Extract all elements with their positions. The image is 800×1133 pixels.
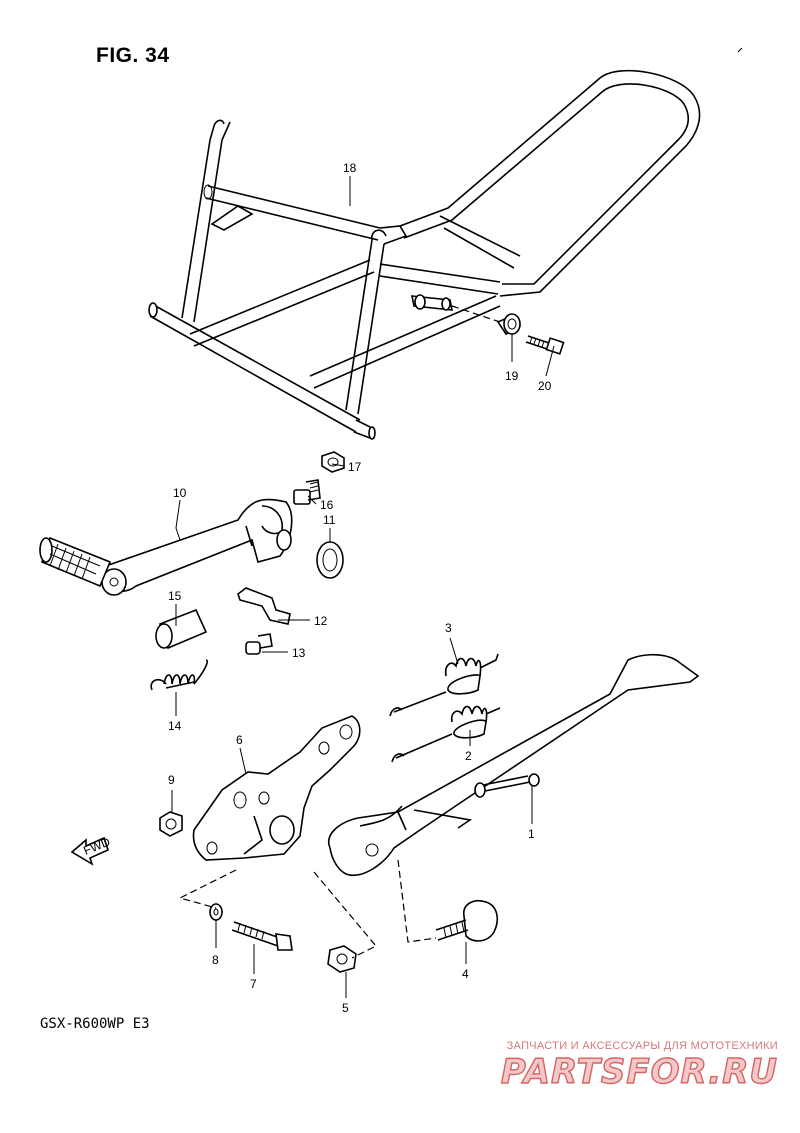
callout-16: 16 xyxy=(320,498,334,512)
callout-17: 17 xyxy=(348,460,362,474)
pivot-bolt-part-4 xyxy=(435,900,499,942)
callout-6: 6 xyxy=(236,733,243,747)
assembly-guide-lines xyxy=(178,859,437,959)
callout-5: 5 xyxy=(342,1001,349,1015)
stray-mark xyxy=(737,47,743,53)
bolt-part-16 xyxy=(293,479,321,505)
callout-2: 2 xyxy=(465,749,472,763)
callout-1: 1 xyxy=(528,827,535,841)
bolt-part-7 xyxy=(231,921,293,951)
screw-part-13 xyxy=(245,633,273,655)
spring-part-3 xyxy=(389,653,499,717)
callout-8: 8 xyxy=(212,953,219,967)
callout-10: 10 xyxy=(173,486,187,500)
washer-part-11 xyxy=(316,541,344,579)
sleeve-part-15 xyxy=(155,608,208,650)
bolt-part-20 xyxy=(525,335,565,355)
callout-11: 11 xyxy=(323,513,336,527)
forward-direction-arrow: FWD xyxy=(70,834,112,866)
nut-part-5 xyxy=(327,945,357,973)
callout-13: 13 xyxy=(292,646,306,660)
bracket-part-12 xyxy=(237,587,291,625)
stand-bracket-part-6 xyxy=(192,715,361,861)
callout-14: 14 xyxy=(168,719,182,733)
nut-part-9 xyxy=(159,811,183,837)
watermark-brand-logo[interactable]: PARTSFOR.RU xyxy=(500,1051,778,1092)
callout-numbers: 18 19 20 17 16 10 11 15 12 13 14 3 2 6 9… xyxy=(168,161,552,1015)
stand-frame-part-18 xyxy=(148,69,701,440)
callout-4: 4 xyxy=(462,967,469,981)
spring-part-14 xyxy=(150,659,209,691)
callout-12: 12 xyxy=(314,614,328,628)
bushing-part-19 xyxy=(496,313,522,336)
footrest-arm-part-10 xyxy=(39,498,293,596)
side-stand-part-1 xyxy=(327,653,700,877)
callout-3: 3 xyxy=(445,621,452,635)
nut-part-17 xyxy=(321,451,345,473)
spring-part-2 xyxy=(391,705,501,763)
callout-15: 15 xyxy=(168,589,182,603)
leader-lines xyxy=(171,176,555,998)
callout-19: 19 xyxy=(505,369,519,383)
callout-20: 20 xyxy=(538,379,552,393)
model-code: GSX-R600WP E3 xyxy=(40,1016,150,1032)
figure-title: FIG. 34 xyxy=(96,44,170,67)
callout-18: 18 xyxy=(343,161,357,175)
watermark-caption: ЗАПЧАСТИ И АКСЕССУАРЫ ДЛЯ МОТОТЕХНИКИ xyxy=(506,1040,778,1052)
callout-7: 7 xyxy=(250,977,257,991)
callout-9: 9 xyxy=(168,773,175,787)
washer-part-8 xyxy=(209,903,223,921)
